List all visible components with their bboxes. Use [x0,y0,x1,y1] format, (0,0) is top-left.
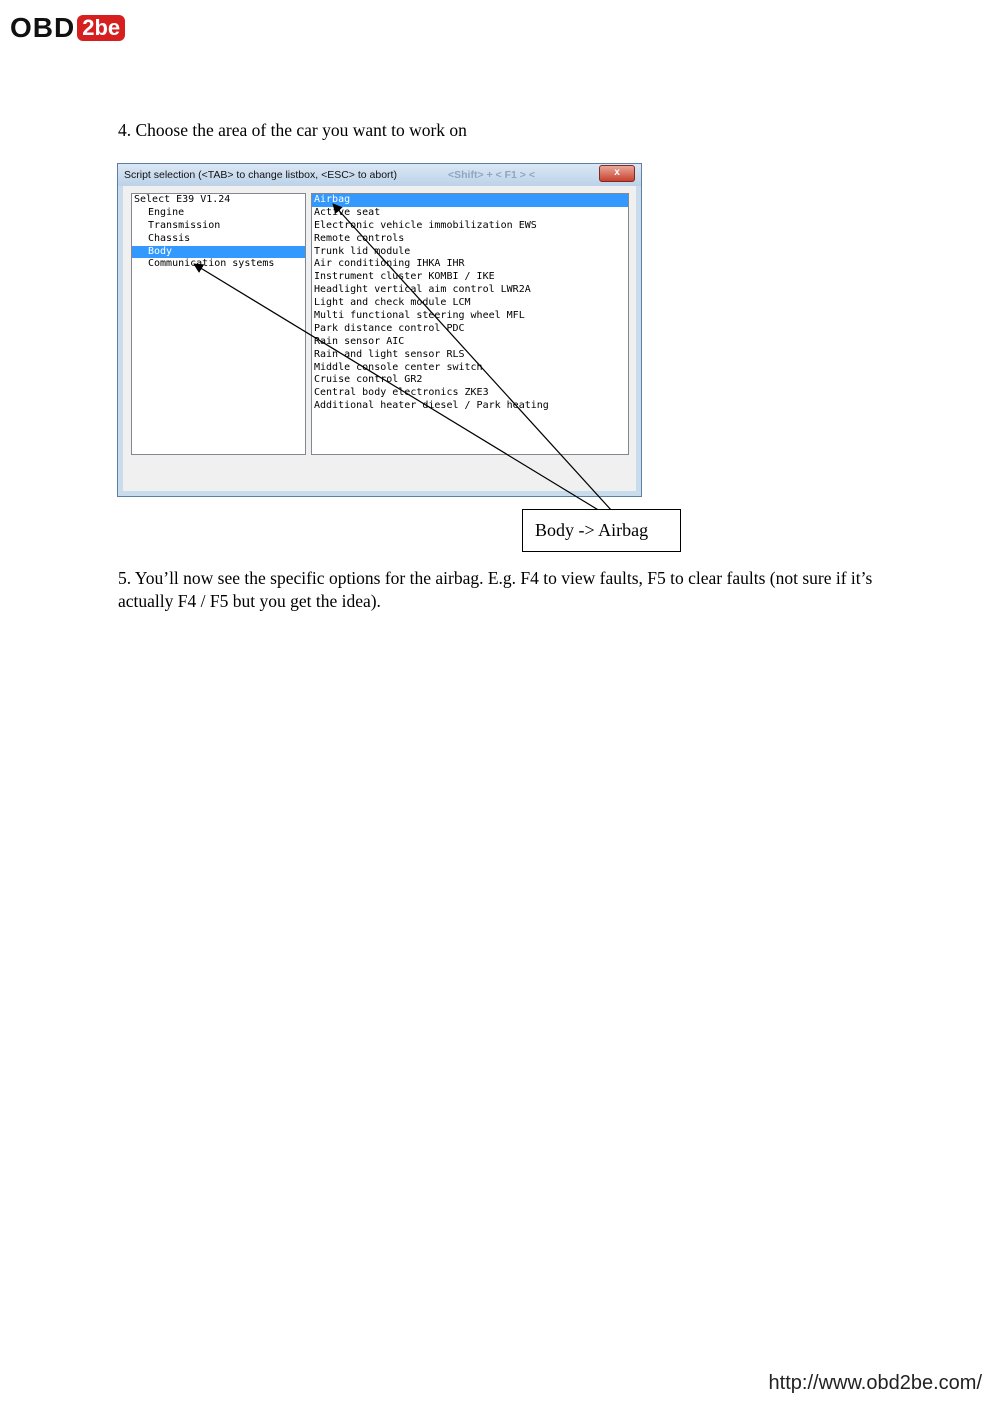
listbox-header: Select E39 V1.24 [134,194,231,205]
logo-text: OBD [10,12,76,43]
obd2be-logo: OBD 2be [10,12,126,43]
module-item[interactable]: Rain sensor AIC [314,335,405,347]
module-item[interactable]: Remote controls [314,232,405,244]
module-item[interactable]: Light and check module LCM [314,297,471,309]
step-4-text: 4. Choose the area of the car you want t… [118,120,467,140]
module-item[interactable]: Airbag [312,194,628,207]
category-item[interactable]: Communication systems [148,258,275,270]
footer-url: http://www.obd2be.com/ [768,1372,982,1394]
module-item[interactable]: Electronic vehicle immobilization EWS [314,219,537,231]
close-button[interactable]: x [599,165,635,182]
module-item[interactable]: Central body electronics ZKE3 [314,387,489,399]
category-item[interactable]: Engine [148,206,185,218]
script-selection-window: Script selection (<TAB> to change listbo… [117,163,642,497]
category-item[interactable]: Transmission [148,219,221,231]
logo-badge: 2be [77,15,126,41]
module-item[interactable]: Multi functional steering wheel MFL [314,310,525,322]
module-item[interactable]: Headlight vertical aim control LWR2A [314,284,531,296]
window-title-faded: <Shift> + < F1 > < [448,169,535,181]
module-item[interactable]: Active seat [314,206,381,218]
window-title: Script selection (<TAB> to change listbo… [124,169,397,181]
module-item[interactable]: Instrument cluster KOMBI / IKE [314,271,495,283]
module-item[interactable]: Park distance control PDC [314,322,465,334]
category-item[interactable]: Chassis [148,232,191,244]
category-item[interactable]: Body [132,245,305,259]
module-item[interactable]: Middle console center switch [314,361,483,373]
window-titlebar[interactable]: Script selection (<TAB> to change listbo… [118,164,641,186]
module-item[interactable]: Additional heater diesel / Park heating [314,400,549,412]
step-5-text: 5. You’ll now see the specific options f… [118,568,873,611]
module-item[interactable]: Air conditioning IHKA IHR [314,258,465,270]
module-item[interactable]: Trunk lid module [314,245,411,257]
arrow-to-airbag [332,203,613,512]
body-airbag-callout: Body -> Airbag [522,509,681,552]
arrow-to-body [193,263,601,512]
module-item[interactable]: Cruise control GR2 [314,374,423,386]
module-item[interactable]: Rain and light sensor RLS [314,348,465,360]
